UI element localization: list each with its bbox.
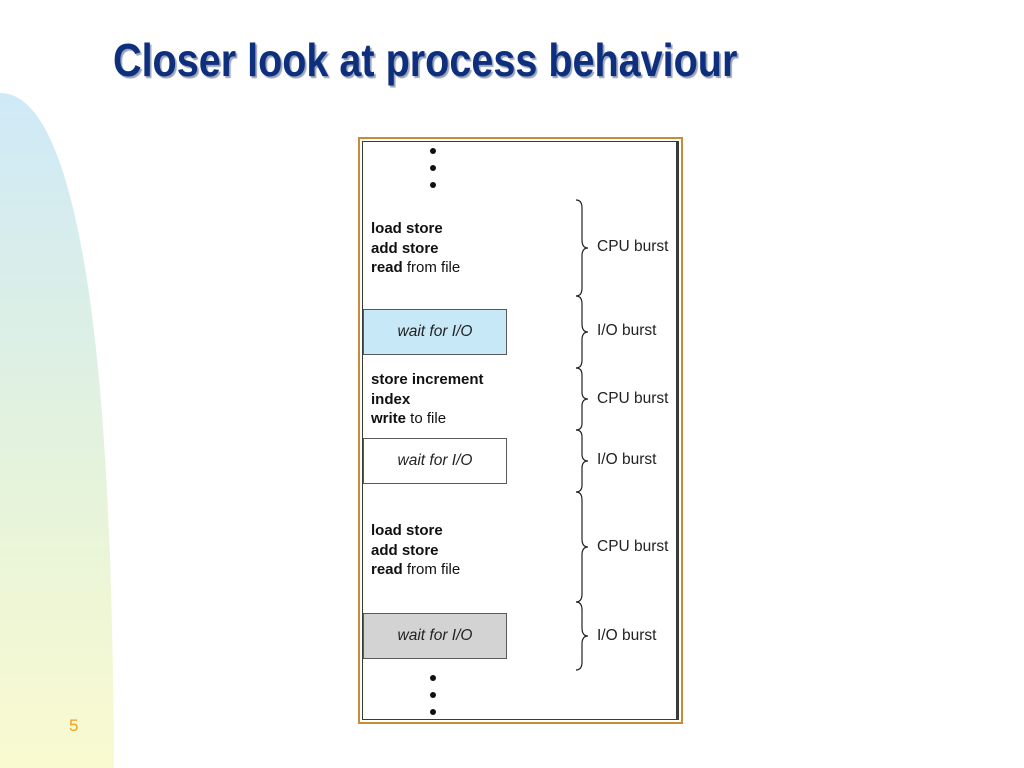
code-block-3: load store add store read from file (371, 521, 460, 580)
page-number: 5 (69, 716, 79, 735)
cpu-burst-label: CPU burst (597, 238, 669, 255)
code-line: load store (371, 522, 443, 539)
curly-brace (575, 491, 589, 603)
curly-brace (575, 429, 589, 493)
code-line: read from file (371, 259, 461, 276)
io-burst-label: I/O burst (597, 322, 657, 339)
io-burst-label: I/O burst (597, 451, 657, 468)
code-line: add store (371, 541, 439, 559)
code-block-1: load store add store read from file (371, 219, 460, 278)
code-line: load store (371, 220, 443, 237)
curly-brace (575, 367, 589, 431)
io-burst-label: I/O burst (597, 627, 657, 644)
cpu-burst-label: CPU burst (597, 390, 669, 407)
cpu-burst-label: CPU burst (597, 538, 669, 555)
curly-brace (575, 601, 589, 671)
code-line: store increment (371, 371, 484, 388)
background-curve-decoration (0, 93, 114, 768)
code-line: read from file (371, 561, 461, 578)
wait-for-io-box: wait for I/O (363, 309, 507, 355)
bottom-ellipsis-dots (430, 675, 438, 726)
code-block-2: store increment index write to file (371, 370, 484, 429)
curly-brace (575, 295, 589, 369)
code-line: index (371, 390, 411, 408)
code-line: write to file (371, 410, 447, 427)
code-line: add store (371, 239, 439, 257)
wait-for-io-box: wait for I/O (363, 438, 507, 484)
slide-title: Closer look at process behaviour (113, 34, 738, 86)
curly-brace (575, 199, 589, 297)
wait-for-io-box: wait for I/O (363, 613, 507, 659)
top-ellipsis-dots (430, 148, 438, 199)
